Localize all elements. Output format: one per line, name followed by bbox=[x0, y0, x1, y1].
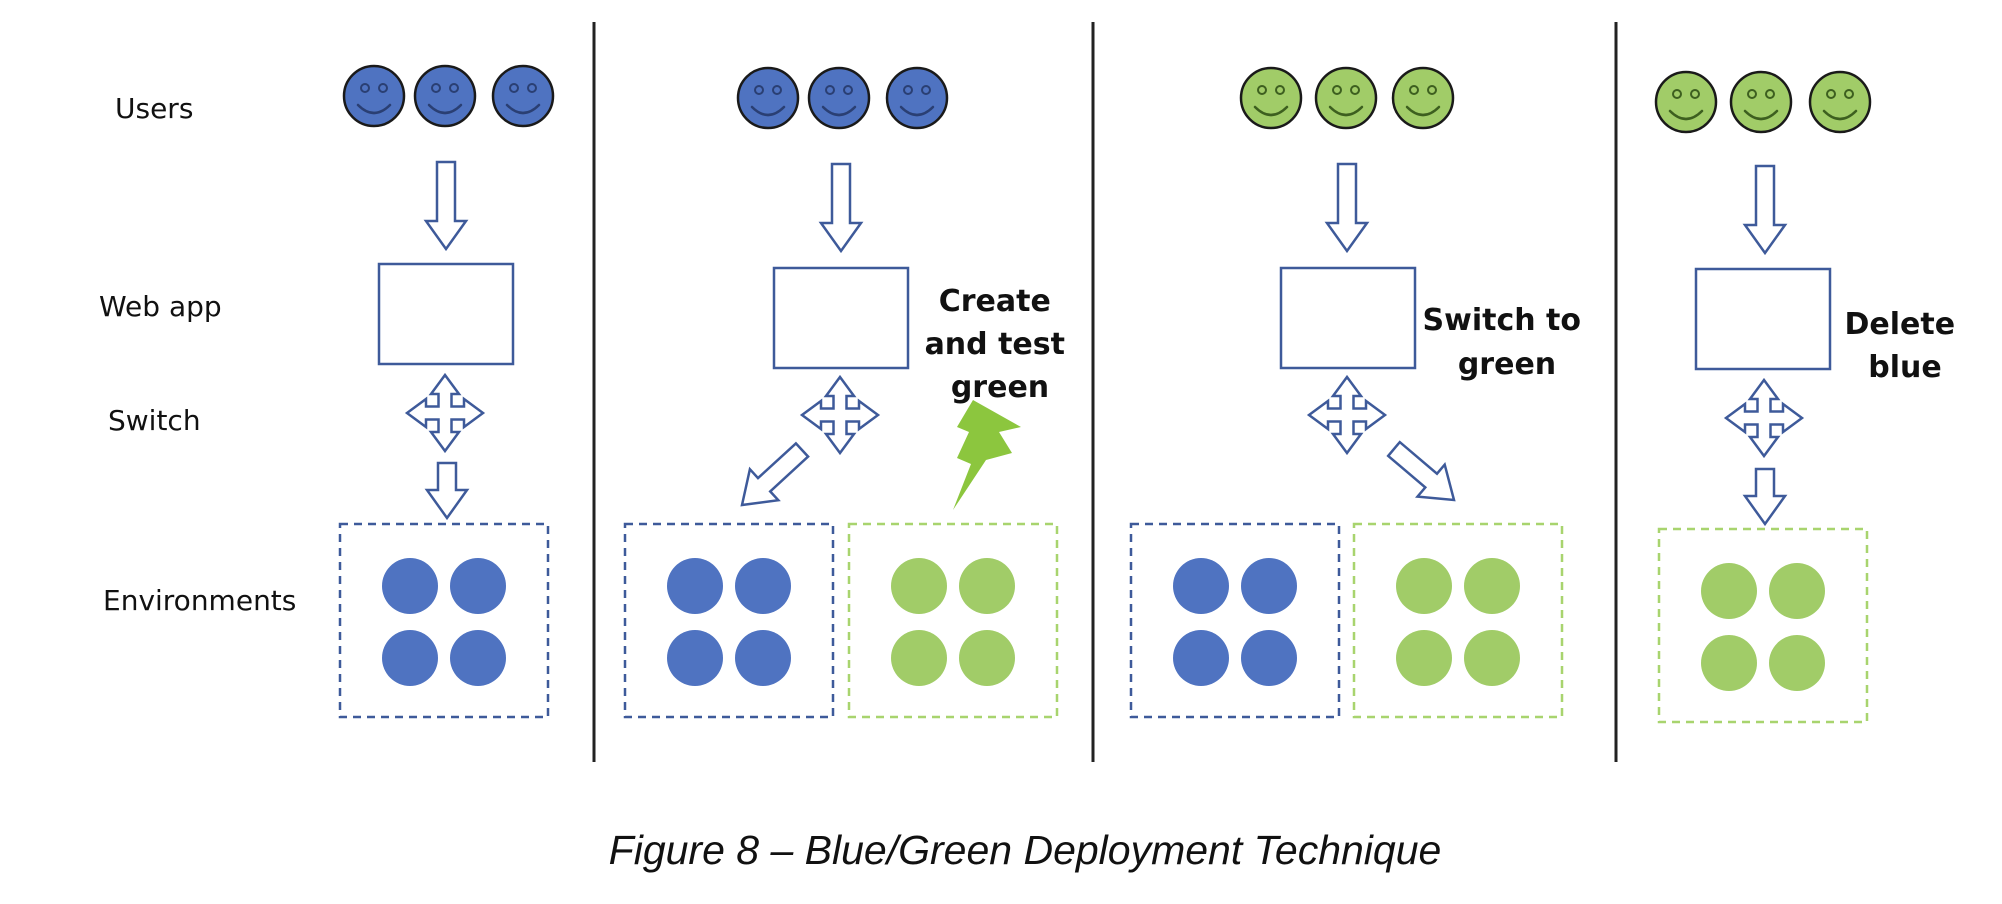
green-server-icon bbox=[1769, 563, 1825, 619]
web-app-box bbox=[377, 262, 515, 366]
down-arrow-icon bbox=[818, 162, 864, 254]
step-2-note-line: green bbox=[951, 370, 1049, 405]
user-smiley-icon bbox=[1808, 70, 1872, 134]
step-2-note: Create and test green bbox=[925, 284, 1076, 405]
switch-icon bbox=[1306, 374, 1388, 456]
user-smiley-icon bbox=[491, 64, 555, 128]
blue-server-icon bbox=[1173, 630, 1229, 686]
user-smiley-icon bbox=[413, 64, 477, 128]
green-server-icon bbox=[1396, 558, 1452, 614]
green-server-icon bbox=[1464, 630, 1520, 686]
user-smiley-icon bbox=[885, 66, 949, 130]
blue-server-icon bbox=[450, 630, 506, 686]
blue-server-icon bbox=[450, 558, 506, 614]
green-server-icon bbox=[1769, 635, 1825, 691]
green-server-icon bbox=[1396, 630, 1452, 686]
blue-environment-box bbox=[623, 522, 835, 719]
blue-server-icon bbox=[735, 630, 791, 686]
green-server-icon bbox=[891, 558, 947, 614]
web-app-box bbox=[1694, 267, 1832, 371]
green-server-icon bbox=[1701, 635, 1757, 691]
green-environment-box bbox=[1657, 527, 1869, 724]
blue-server-icon bbox=[382, 630, 438, 686]
row-label-environments: Environments bbox=[103, 584, 296, 617]
step-2-note-line: and test bbox=[925, 327, 1065, 362]
down-arrow-icon bbox=[1742, 467, 1788, 527]
down-arrow-icon bbox=[1742, 164, 1788, 256]
green-server-icon bbox=[1464, 558, 1520, 614]
user-smiley-icon bbox=[1239, 66, 1303, 130]
green-server-icon bbox=[959, 558, 1015, 614]
user-smiley-icon bbox=[1654, 70, 1718, 134]
blue-server-icon bbox=[1241, 558, 1297, 614]
blue-server-icon bbox=[1241, 630, 1297, 686]
user-smiley-icon bbox=[807, 66, 871, 130]
row-label-users: Users bbox=[115, 92, 193, 125]
diagonal-arrow-icon bbox=[740, 441, 810, 507]
down-arrow-icon bbox=[1324, 162, 1370, 254]
lightning-icon bbox=[953, 400, 1021, 510]
web-app-box bbox=[1279, 266, 1417, 370]
switch-icon bbox=[799, 374, 881, 456]
blue-server-icon bbox=[382, 558, 438, 614]
user-smiley-icon bbox=[1729, 70, 1793, 134]
step-4-note-line: blue bbox=[1868, 350, 1941, 385]
web-app-box bbox=[772, 266, 910, 370]
row-label-switch: Switch bbox=[108, 404, 201, 437]
blue-environment-box bbox=[1129, 522, 1341, 719]
green-environment-box bbox=[847, 522, 1059, 719]
step-3-note-line: green bbox=[1458, 347, 1556, 382]
step-4-note: Delete blue bbox=[1844, 307, 1965, 385]
green-server-icon bbox=[891, 630, 947, 686]
step-4-note-line: Delete bbox=[1844, 307, 1955, 342]
step-3-note-line: Switch to bbox=[1423, 303, 1581, 338]
diagonal-arrow-icon bbox=[1386, 440, 1456, 502]
down-arrow-icon bbox=[424, 461, 470, 521]
row-label-web-app: Web app bbox=[99, 290, 222, 323]
switch-icon bbox=[1723, 377, 1805, 459]
user-smiley-icon bbox=[1314, 66, 1378, 130]
user-smiley-icon bbox=[736, 66, 800, 130]
blue-server-icon bbox=[667, 558, 723, 614]
figure-caption: Figure 8 – Blue/Green Deployment Techniq… bbox=[609, 827, 1442, 873]
blue-server-icon bbox=[735, 558, 791, 614]
green-environment-box bbox=[1352, 522, 1564, 719]
green-server-icon bbox=[959, 630, 1015, 686]
switch-icon bbox=[404, 372, 486, 454]
blue-server-icon bbox=[667, 630, 723, 686]
step-2-note-line: Create bbox=[939, 284, 1051, 319]
user-smiley-icon bbox=[1391, 66, 1455, 130]
blue-environment-box bbox=[338, 522, 550, 719]
step-3-note: Switch to green bbox=[1423, 303, 1592, 382]
user-smiley-icon bbox=[342, 64, 406, 128]
down-arrow-icon bbox=[423, 160, 469, 252]
green-server-icon bbox=[1701, 563, 1757, 619]
blue-server-icon bbox=[1173, 558, 1229, 614]
